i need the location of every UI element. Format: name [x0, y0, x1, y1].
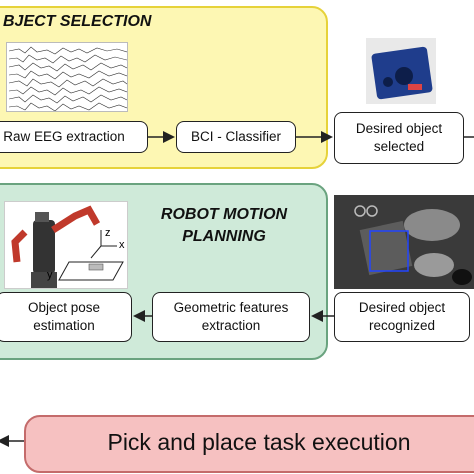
- camera-recognition-image: [334, 195, 474, 289]
- axis-z-label: z: [105, 227, 111, 239]
- axis-x-label: x: [119, 239, 125, 251]
- raw-eeg-extraction-box: Raw EEG extraction: [0, 121, 148, 153]
- pick-and-place-label: Pick and place task execution: [107, 429, 411, 455]
- robot-drawing: z x y: [11, 205, 125, 288]
- object-photo: [366, 38, 436, 104]
- axis-y-label: y: [47, 269, 53, 281]
- desired-object-recognized-box: Desired object recognized: [334, 292, 470, 342]
- object-pose-estimation-box: Object pose estimation: [0, 292, 132, 342]
- blue-object-drawing: [371, 46, 433, 100]
- eeg-waveforms: [8, 46, 127, 111]
- robot-motion-title: ROBOT MOTION PLANNING: [160, 206, 288, 245]
- geometric-features-box: Geometric features extraction: [152, 292, 310, 342]
- desired-object-selected-box: Desired object selected: [334, 112, 464, 164]
- camera-scene-drawing: [334, 195, 474, 289]
- bci-classifier-box: BCI - Classifier: [176, 121, 296, 153]
- object-selection-title: BJECT SELECTION: [3, 13, 152, 30]
- robot-scene-image: z x y: [4, 201, 128, 289]
- pick-and-place-panel: Pick and place task execution: [24, 415, 474, 473]
- eeg-signal-image: [6, 42, 128, 112]
